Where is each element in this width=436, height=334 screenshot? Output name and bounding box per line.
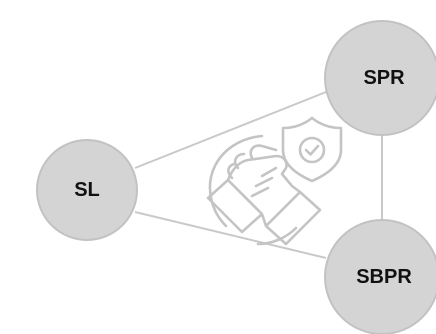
node-sbpr-label: SBPR [356,266,412,288]
handshake-shield-check-icon [206,116,343,246]
edge-sl-sbpr [134,211,327,259]
node-sbpr: SBPR [324,219,436,334]
node-sbpr-circle [324,219,436,334]
node-spr-label: SPR [363,67,405,89]
node-sl-label: SL [74,179,100,201]
node-sl-circle [36,139,138,241]
node-spr: SPR [324,20,436,136]
node-spr-circle [324,20,436,136]
edge-sl-spr [134,91,327,169]
node-sl: SL [36,139,138,241]
